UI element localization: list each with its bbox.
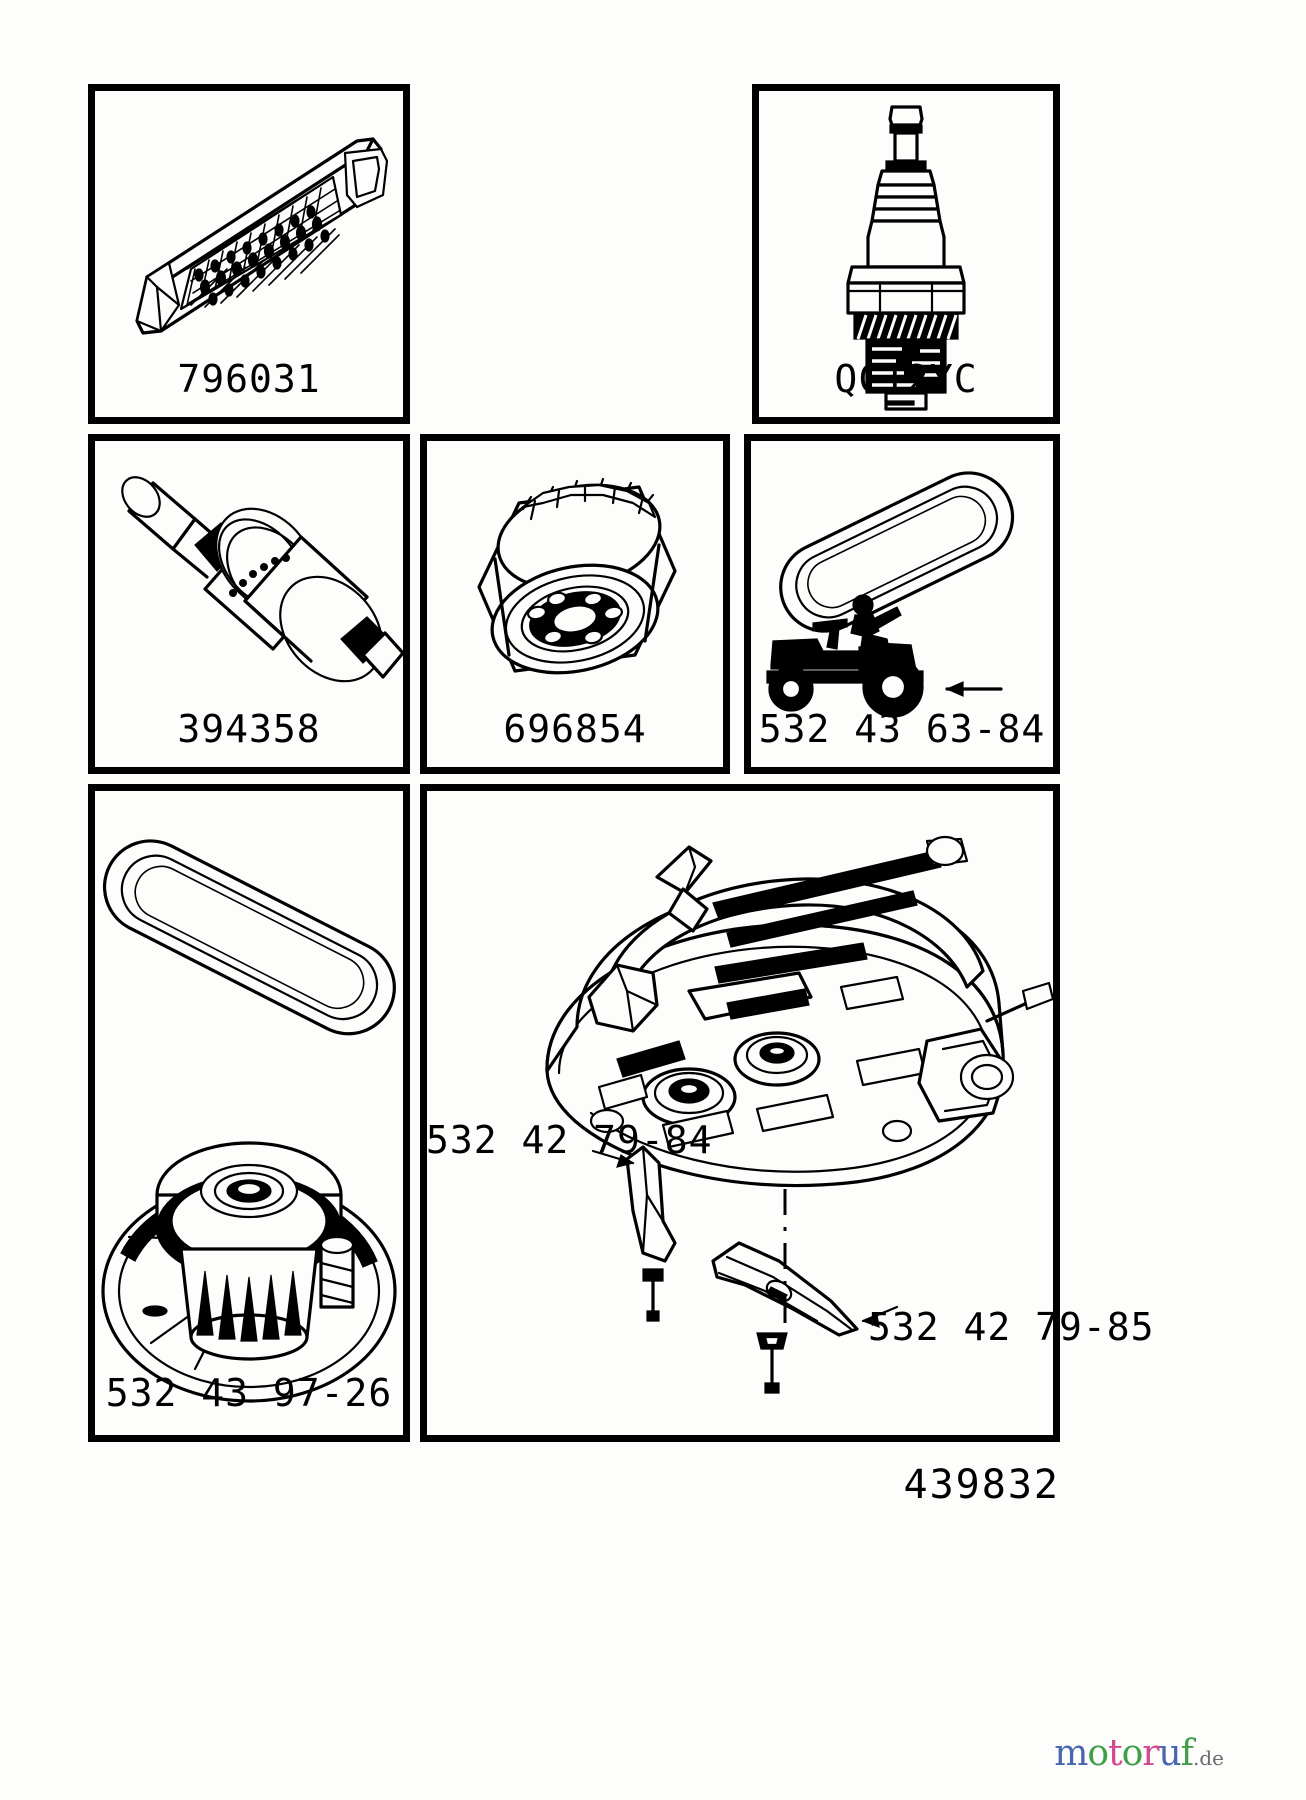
callout-label-mower-blade: 532 42 79-85 <box>868 1305 1155 1349</box>
catalog-number: 439832 <box>903 1462 1060 1508</box>
mower-deck-illustration <box>545 835 1053 1394</box>
oil-filter-illustration <box>477 477 677 675</box>
watermark-suffix: .de <box>1193 1746 1224 1770</box>
panel-label-clutch-belt: 532 43 97-26 <box>105 1371 393 1415</box>
watermark-brand: motoruf <box>1054 1733 1194 1774</box>
spark-plug-illustration <box>846 105 966 411</box>
spindle-pulley-right <box>733 1031 821 1087</box>
fuel-filter-illustration <box>121 476 403 683</box>
reference-arrow <box>945 681 1003 697</box>
callout-label-blade-adapter: 532 42 79-84 <box>426 1118 713 1162</box>
panel-label-spark-plug: QC12YC <box>834 357 978 401</box>
panel-label-oil-filter: 696854 <box>503 707 647 751</box>
air-filter-illustration <box>135 137 389 335</box>
blade-bolt <box>756 1332 788 1394</box>
motoruf-watermark[interactable]: motoruf.de <box>1054 1736 1224 1772</box>
panel-mower-deck[interactable] <box>420 784 1060 1442</box>
panel-label-air-filter: 796031 <box>177 357 321 401</box>
mower-blade-part <box>711 1241 859 1337</box>
panel-label-drive-belt: 532 43 63-84 <box>758 707 1046 751</box>
panel-oil-filter[interactable]: 696854 <box>420 434 730 774</box>
blade-brake-clutch <box>101 1141 397 1403</box>
panel-clutch-belt[interactable]: 532 43 97-26 <box>88 784 410 1442</box>
blade-adapter-part <box>625 1145 677 1322</box>
panel-label-fuel-filter: 394358 <box>177 707 321 751</box>
panel-drive-belt[interactable]: 532 43 63-84 <box>744 434 1060 774</box>
drive-belt-illustration <box>766 471 1015 718</box>
panel-spark-plug[interactable]: QC12YC <box>752 84 1060 424</box>
clutch-belt-illustration <box>101 839 397 1403</box>
panel-air-filter[interactable]: 796031 <box>88 84 410 424</box>
panel-fuel-filter[interactable]: 394358 <box>88 434 410 774</box>
